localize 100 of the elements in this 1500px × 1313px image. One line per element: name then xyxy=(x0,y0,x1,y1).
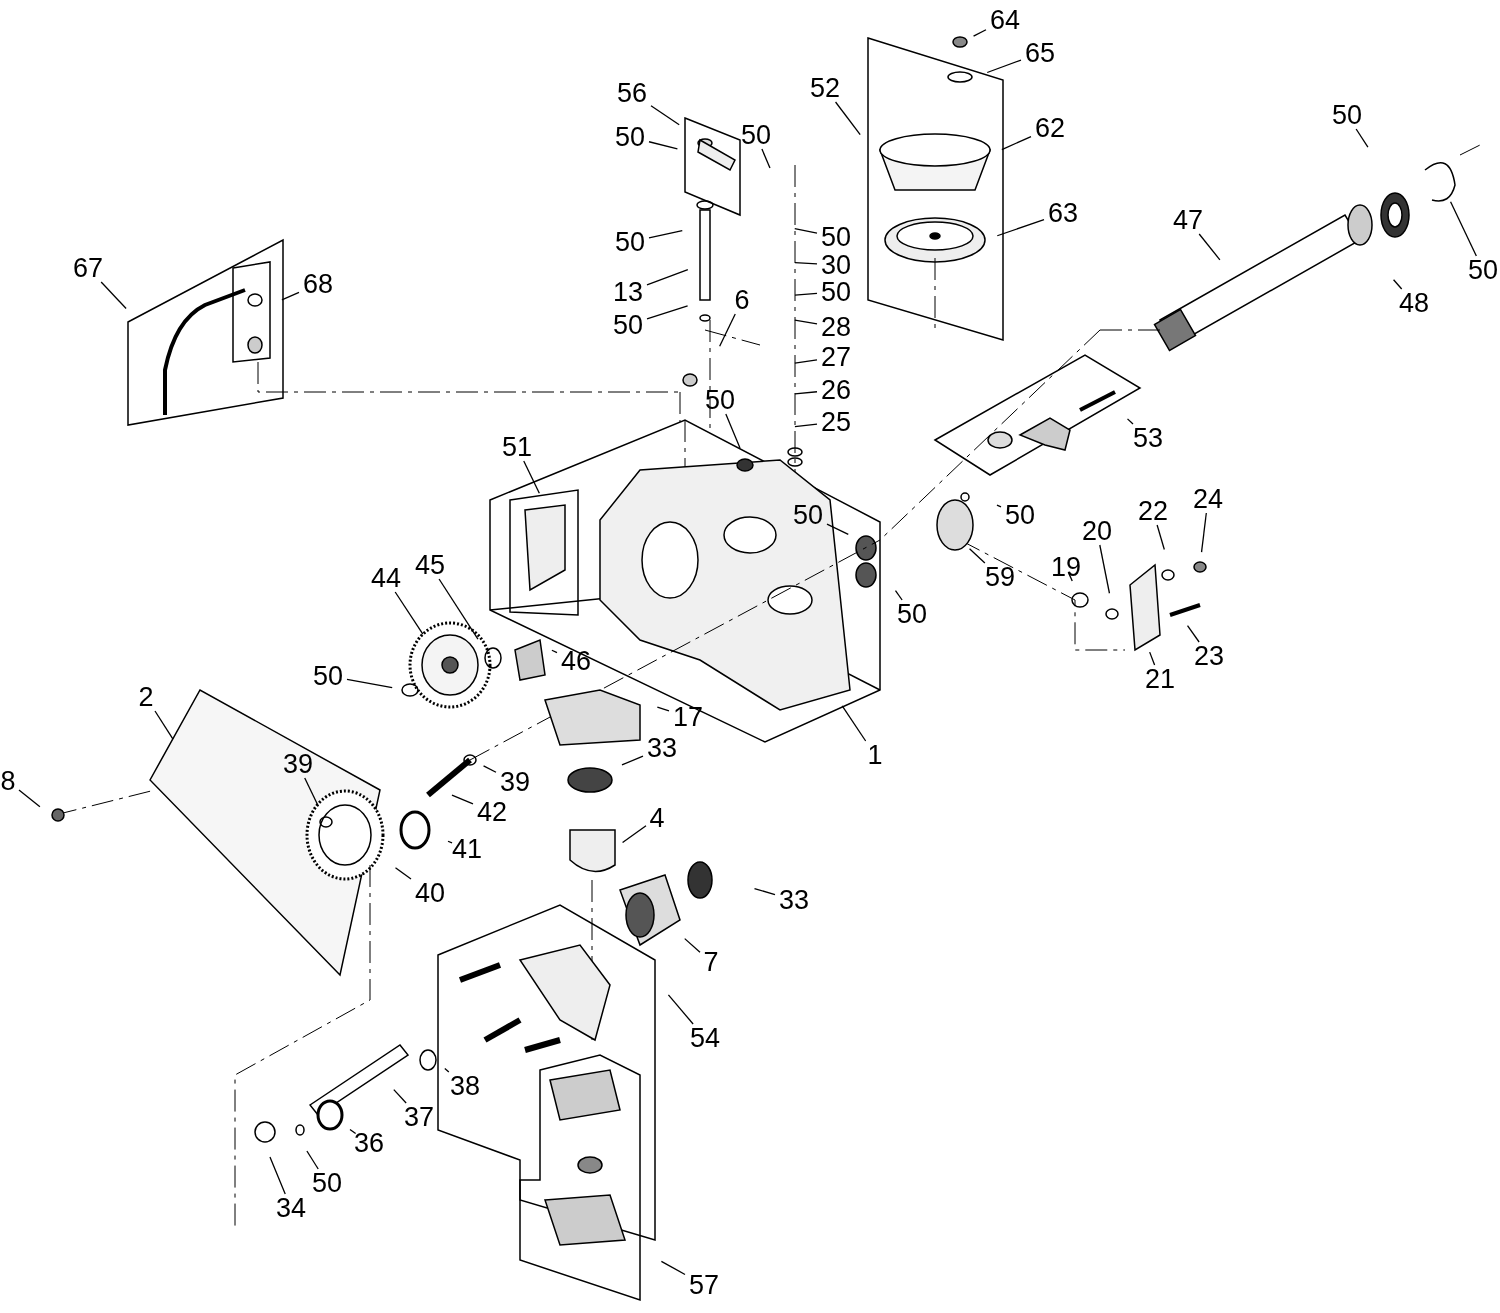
callout-number: 51 xyxy=(502,433,533,461)
callout-number: 50 xyxy=(741,121,772,149)
leader-line xyxy=(18,789,41,808)
callout-number: 50 xyxy=(1468,256,1499,284)
callout-number: 23 xyxy=(1194,642,1225,670)
leader-line xyxy=(444,1067,450,1073)
callout-number: 34 xyxy=(276,1194,307,1222)
callout-number: 2 xyxy=(138,683,154,711)
leader-line xyxy=(684,938,701,953)
leader-line xyxy=(841,705,867,742)
leader-line xyxy=(794,391,818,395)
callout-number: 17 xyxy=(673,703,704,731)
leader-line xyxy=(794,319,818,325)
leader-line xyxy=(621,755,644,766)
callout-number: 50 xyxy=(1332,101,1363,129)
leader-line xyxy=(1099,544,1111,594)
leader-line xyxy=(794,262,818,265)
leader-line xyxy=(996,504,1002,508)
callout-number: 50 xyxy=(313,662,344,690)
callout-number: 39 xyxy=(283,750,314,778)
leader-line xyxy=(1126,418,1134,425)
leader-line xyxy=(725,413,741,449)
leader-line xyxy=(1156,524,1165,551)
leader-line xyxy=(447,840,453,844)
leader-line xyxy=(996,218,1045,237)
leader-line xyxy=(304,777,319,807)
leader-line xyxy=(346,678,393,689)
callout-number: 30 xyxy=(821,251,852,279)
callout-number: 25 xyxy=(821,408,852,436)
callout-number: 50 xyxy=(613,311,644,339)
leader-line xyxy=(1392,279,1403,290)
leader-line xyxy=(648,230,683,239)
leader-line xyxy=(1449,201,1477,257)
callout-number: 48 xyxy=(1399,289,1430,317)
callout-number: 21 xyxy=(1145,665,1176,693)
callout-number: 22 xyxy=(1138,497,1169,525)
callout-number: 20 xyxy=(1082,517,1113,545)
callout-number: 53 xyxy=(1133,424,1164,452)
callout-number: 50 xyxy=(897,600,928,628)
callout-number: 67 xyxy=(73,254,104,282)
leader-line xyxy=(660,1260,686,1276)
leader-line xyxy=(394,591,424,635)
leader-line xyxy=(719,313,736,347)
callout-number: 50 xyxy=(615,123,646,151)
callout-number: 50 xyxy=(615,228,646,256)
callout-number: 50 xyxy=(312,1169,343,1197)
leader-line xyxy=(482,765,497,773)
callout-number: 41 xyxy=(452,835,483,863)
leader-line xyxy=(1001,135,1032,151)
callout-number: 33 xyxy=(647,734,678,762)
leader-line xyxy=(794,359,818,364)
leader-line xyxy=(281,291,300,301)
leader-line xyxy=(451,794,474,805)
callout-number: 50 xyxy=(821,278,852,306)
callout-number: 38 xyxy=(450,1072,481,1100)
callout-number: 13 xyxy=(613,278,644,306)
callout-number: 28 xyxy=(821,313,852,341)
callout-number: 59 xyxy=(985,563,1016,591)
callout-number: 44 xyxy=(371,564,402,592)
leader-line xyxy=(100,281,127,310)
callout-number: 40 xyxy=(415,879,446,907)
callout-number: 36 xyxy=(354,1129,385,1157)
leader-line xyxy=(646,305,689,320)
callout-number: 39 xyxy=(500,768,531,796)
leader-line xyxy=(438,578,479,640)
callout-number: 26 xyxy=(821,376,852,404)
callout-number: 7 xyxy=(703,948,719,976)
callout-number: 33 xyxy=(779,886,810,914)
callout-number: 50 xyxy=(821,223,852,251)
callout-number: 52 xyxy=(810,74,841,102)
callout-number: 45 xyxy=(415,551,446,579)
leader-line xyxy=(753,887,776,896)
callout-number: 24 xyxy=(1193,485,1224,513)
callout-number: 1 xyxy=(867,741,883,769)
callout-number: 64 xyxy=(990,6,1021,34)
leader-line xyxy=(794,292,818,296)
callout-number: 54 xyxy=(690,1024,721,1052)
leader-line xyxy=(794,423,818,428)
leader-line xyxy=(648,141,679,150)
callout-number: 62 xyxy=(1035,114,1066,142)
leader-line xyxy=(523,460,540,494)
callout-number: 42 xyxy=(477,798,508,826)
leader-line xyxy=(394,867,412,880)
callout-number: 63 xyxy=(1048,199,1079,227)
leader-line xyxy=(834,101,861,136)
leader-line xyxy=(349,1128,357,1135)
leader-line xyxy=(650,105,680,126)
callout-number: 65 xyxy=(1025,39,1056,67)
leader-line xyxy=(269,1156,286,1195)
leader-line xyxy=(1355,128,1369,148)
leader-line xyxy=(306,1150,319,1170)
leader-line xyxy=(826,523,849,535)
callout-number: 50 xyxy=(1005,501,1036,529)
leader-line xyxy=(551,649,558,654)
callout-number: 8 xyxy=(0,767,16,795)
leader-line xyxy=(894,589,903,601)
callout-number: 27 xyxy=(821,343,852,371)
callout-number: 19 xyxy=(1051,553,1082,581)
leader-line xyxy=(1149,651,1156,666)
callout-number: 50 xyxy=(793,501,824,529)
